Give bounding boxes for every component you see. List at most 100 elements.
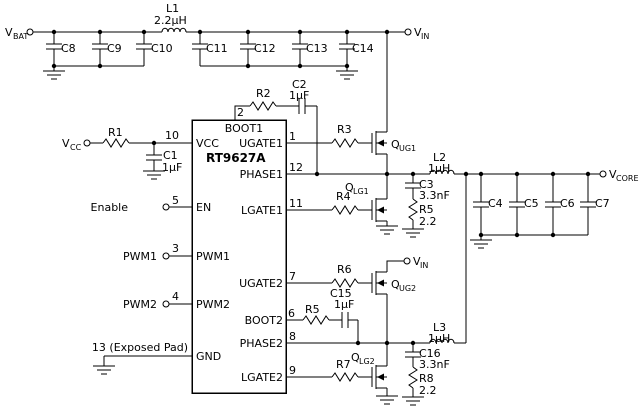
capacitor-c15 [341,311,349,329]
ic-pin-label-boot1: BOOT1 [225,122,263,135]
junction-dot [297,29,303,35]
qug2-label-sub: UG2 [399,284,416,293]
ic-pin-number-2: 2 [237,106,244,119]
resistor-r7 [331,372,359,382]
ic-pin-label-ugate2: UGATE2 [239,277,283,290]
qlg2-label-sub: LG2 [359,357,375,366]
l3-ref: L3 [433,321,446,334]
ic-pin-number-6: 6 [288,307,295,320]
ground-symbol [469,239,493,249]
vcore-label-sub: CORE [616,174,639,183]
ic-pin-label-en: EN [196,201,211,214]
ic-pin-number-10: 10 [165,129,179,142]
enable-label: Enable [91,201,129,214]
c3-ref: C3 [419,178,434,191]
mosfet-qug1 [371,130,388,156]
wire-phase1-net [286,154,430,199]
vin-top-terminal [404,28,412,36]
ground-symbol [335,70,359,80]
resistor-r4 [331,205,359,215]
mosfet-qlg2 [371,364,388,390]
qlg2-label: Q [351,351,360,364]
ic-pin-number-7: 7 [289,270,296,283]
ground-symbol [401,396,425,406]
c10-ref: C10 [151,42,173,55]
l1-ref: L1 [166,2,179,15]
wire-ugate2-net [286,260,404,284]
ic-pin-number-4: 4 [172,290,179,303]
qug2-label: Q [391,278,400,291]
junction-dot [514,171,520,177]
junction-dot [314,171,320,177]
c14-ref: C14 [352,42,374,55]
ic-pin-label-ugate1: UGATE1 [239,137,283,150]
wire-vcc-net [90,142,192,171]
c1-ref: C1 [163,149,178,162]
ic-pin-number-3: 3 [172,242,179,255]
junction-dot [410,340,416,346]
capacitor-c1 [145,154,163,161]
capacitor-c4 [472,201,490,208]
c4-ref: C4 [488,197,503,210]
junction-dot [51,63,57,69]
resistor-r2 [249,101,277,111]
r8-value: 2.2 [419,384,437,397]
junction-dot [384,340,390,346]
junction-dot [463,171,469,177]
vcore-terminal [599,170,607,178]
c2-ref: C2 [292,78,307,91]
wire-lgate1-net [286,209,388,226]
pwm2-terminal [162,300,170,308]
capacitor-c7 [579,201,597,208]
junction-dot [384,171,390,177]
ground-symbol [375,225,399,235]
c15-ref: C15 [330,287,352,300]
l1-value: 2.2µH [154,14,187,27]
ic-pin-label-phase1: PHASE1 [240,168,283,181]
vin-mid-label: V [413,255,421,268]
c2-value: 1µF [289,89,309,102]
qlg1-label: Q [345,181,354,194]
junction-dot [97,63,103,69]
r5-snubber-ref: R5 [419,203,434,216]
c16-value: 3.3nF [419,358,450,371]
r6-ref: R6 [337,263,352,276]
ic-pin-number-13: 13 (Exposed Pad) [92,341,188,354]
wire-boot1-net [234,105,318,174]
wire-gnd-pin [103,355,192,366]
labels: V BAT V IN V CC Enable PWM1 PWM2 V IN V … [5,2,639,397]
vin-top-label-sub: IN [421,32,429,41]
ground-symbol [42,70,66,80]
vcc-terminal [83,139,91,147]
wire-nets [33,31,600,397]
junction-dot [344,29,350,35]
inductor-l1 [161,27,187,33]
junction-dot [550,232,556,238]
r4-ref: R4 [336,190,351,203]
resistor-r8-snubber [408,366,418,389]
ic-pin-label-lgate1: LGATE1 [241,204,283,217]
vbat-label-sub: BAT [13,32,28,41]
mosfet-qlg1 [371,197,388,223]
qug1-label: Q [391,138,400,151]
r5-snubber-value: 2.2 [419,215,437,228]
resistor-r6 [331,278,359,288]
vin-mid-label-sub: IN [420,261,428,270]
c6-ref: C6 [560,197,575,210]
capacitor-c6 [544,201,562,208]
wire-top-cap-leads [53,32,348,66]
junction-dot [478,171,484,177]
ic-body [191,119,287,394]
pwm2-label: PWM2 [123,298,157,311]
resistor-r3 [331,138,359,148]
junction-dot [355,340,361,346]
qug1-label-sub: UG1 [399,144,416,153]
c12-ref: C12 [254,42,276,55]
junction-dot [151,140,157,146]
junction-dots [51,29,591,346]
capacitor-c9 [91,43,109,50]
r5-boot2-ref: R5 [305,303,320,316]
junction-dot [585,171,591,177]
ic-pin-label-lgate2: LGATE2 [241,371,283,384]
